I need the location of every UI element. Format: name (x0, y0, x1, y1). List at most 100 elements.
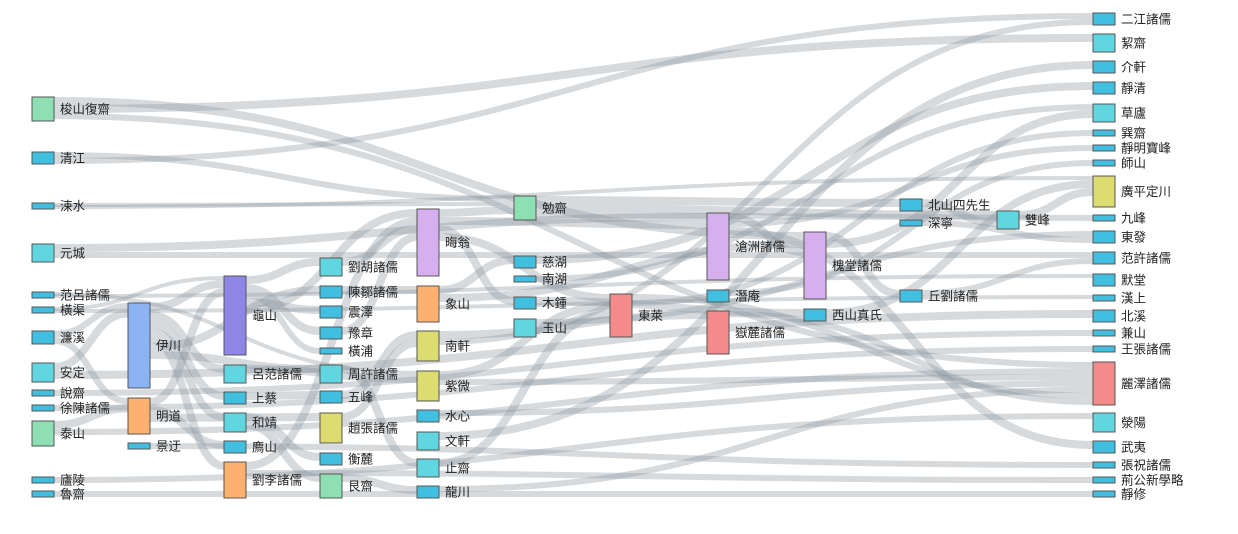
node-6[interactable]: 濂溪 (31, 330, 86, 345)
node-70[interactable]: 兼山 (1092, 326, 1146, 341)
node-2[interactable]: 涑水 (31, 199, 86, 214)
node-rect[interactable] (1092, 461, 1116, 469)
node-33[interactable]: 象山 (416, 285, 470, 323)
node-rect[interactable] (1092, 361, 1116, 406)
node-rect[interactable] (1092, 175, 1116, 208)
node-rect[interactable] (1092, 309, 1116, 323)
node-44[interactable]: 玉山 (513, 318, 567, 338)
node-rect[interactable] (31, 330, 55, 345)
node-rect[interactable] (1092, 251, 1116, 265)
node-8[interactable]: 說齋 (31, 386, 86, 401)
node-rect[interactable] (513, 255, 537, 269)
node-58[interactable]: 靜清 (1092, 81, 1146, 96)
node-76[interactable]: 荊公新學略 (1092, 473, 1184, 488)
node-rect[interactable] (1092, 294, 1116, 302)
node-34[interactable]: 南軒 (416, 330, 471, 362)
node-4[interactable]: 范呂諸儒 (31, 288, 110, 303)
node-rect[interactable] (609, 293, 633, 338)
node-rect[interactable] (31, 243, 55, 263)
node-rect[interactable] (223, 364, 247, 384)
node-rect[interactable] (223, 391, 247, 405)
node-rect[interactable] (706, 289, 730, 303)
node-rect[interactable] (127, 302, 151, 389)
node-rect[interactable] (319, 412, 343, 444)
node-24[interactable]: 震澤 (319, 305, 373, 320)
node-rect[interactable] (223, 275, 247, 356)
node-22[interactable]: 劉胡諸儒 (319, 257, 398, 277)
node-rect[interactable] (706, 310, 730, 355)
node-43[interactable]: 木鍾 (513, 296, 567, 311)
node-rect[interactable] (513, 296, 537, 310)
node-77[interactable]: 靜修 (1092, 487, 1147, 502)
node-rect[interactable] (803, 231, 827, 300)
node-55[interactable]: 二江諸儒 (1092, 12, 1171, 27)
node-71[interactable]: 王張諸儒 (1092, 342, 1171, 357)
node-rect[interactable] (899, 219, 923, 227)
node-rect[interactable] (513, 275, 537, 283)
node-rect[interactable] (31, 362, 55, 383)
node-rect[interactable] (319, 452, 343, 466)
node-11[interactable]: 廬陵 (31, 473, 86, 488)
node-10[interactable]: 泰山 (31, 420, 85, 447)
node-rect[interactable] (803, 308, 827, 322)
node-rect[interactable] (1092, 159, 1116, 167)
node-26[interactable]: 橫浦 (319, 344, 373, 359)
node-rect[interactable] (1092, 144, 1116, 152)
node-5[interactable]: 橫渠 (31, 303, 86, 318)
node-67[interactable]: 默堂 (1092, 273, 1146, 288)
node-rect[interactable] (31, 404, 55, 412)
node-rect[interactable] (416, 370, 440, 402)
node-21[interactable]: 劉李諸儒 (223, 461, 302, 499)
node-52[interactable]: 深寧 (899, 216, 953, 231)
node-29[interactable]: 趙張諸儒 (319, 412, 398, 444)
node-68[interactable]: 漢上 (1092, 291, 1146, 306)
node-rect[interactable] (31, 202, 55, 210)
node-rect[interactable] (223, 412, 247, 433)
node-54[interactable]: 雙峰 (996, 210, 1051, 230)
node-64[interactable]: 九峰 (1092, 211, 1147, 226)
node-53[interactable]: 丘劉諸儒 (899, 289, 978, 304)
node-rect[interactable] (1092, 129, 1116, 137)
node-9[interactable]: 徐陳諸儒 (31, 401, 110, 416)
node-56[interactable]: 絜齋 (1092, 33, 1147, 53)
node-rect[interactable] (223, 461, 247, 499)
node-rect[interactable] (1092, 490, 1116, 498)
node-40[interactable]: 勉齋 (513, 195, 568, 221)
node-rect[interactable] (513, 318, 537, 338)
node-rect[interactable] (127, 397, 151, 435)
node-72[interactable]: 麗澤諸儒 (1092, 361, 1171, 406)
node-75[interactable]: 張祝諸儒 (1092, 458, 1171, 473)
node-30[interactable]: 衡麓 (319, 452, 374, 467)
node-61[interactable]: 靜明寶峰 (1092, 141, 1172, 156)
node-rect[interactable] (319, 305, 343, 319)
node-rect[interactable] (996, 210, 1020, 230)
node-17[interactable]: 呂范諸儒 (223, 364, 302, 384)
node-rect[interactable] (319, 257, 343, 277)
node-rect[interactable] (31, 490, 55, 498)
node-47[interactable]: 潛庵 (706, 289, 761, 304)
node-36[interactable]: 水心 (416, 409, 471, 424)
node-rect[interactable] (416, 431, 440, 451)
node-41[interactable]: 慈湖 (513, 255, 567, 270)
node-rect[interactable] (127, 442, 151, 450)
node-23[interactable]: 陳鄒諸儒 (319, 285, 398, 300)
node-rect[interactable] (223, 440, 247, 454)
node-rect[interactable] (416, 409, 440, 423)
node-rect[interactable] (1092, 273, 1116, 287)
node-rect[interactable] (706, 212, 730, 281)
node-rect[interactable] (1092, 33, 1116, 53)
node-69[interactable]: 北溪 (1092, 309, 1147, 324)
node-32[interactable]: 晦翁 (416, 208, 471, 277)
node-19[interactable]: 和靖 (223, 412, 277, 433)
node-35[interactable]: 紫微 (416, 370, 471, 402)
node-rect[interactable] (1092, 230, 1116, 244)
node-rect[interactable] (416, 285, 440, 323)
node-66[interactable]: 范許諸儒 (1092, 251, 1171, 266)
node-18[interactable]: 上蔡 (223, 391, 277, 406)
node-49[interactable]: 槐堂諸儒 (803, 231, 882, 300)
node-63[interactable]: 廣平定川 (1092, 175, 1171, 208)
node-rect[interactable] (319, 285, 343, 299)
node-rect[interactable] (1092, 412, 1116, 433)
node-13[interactable]: 伊川 (127, 302, 181, 389)
node-25[interactable]: 豫章 (319, 326, 373, 341)
